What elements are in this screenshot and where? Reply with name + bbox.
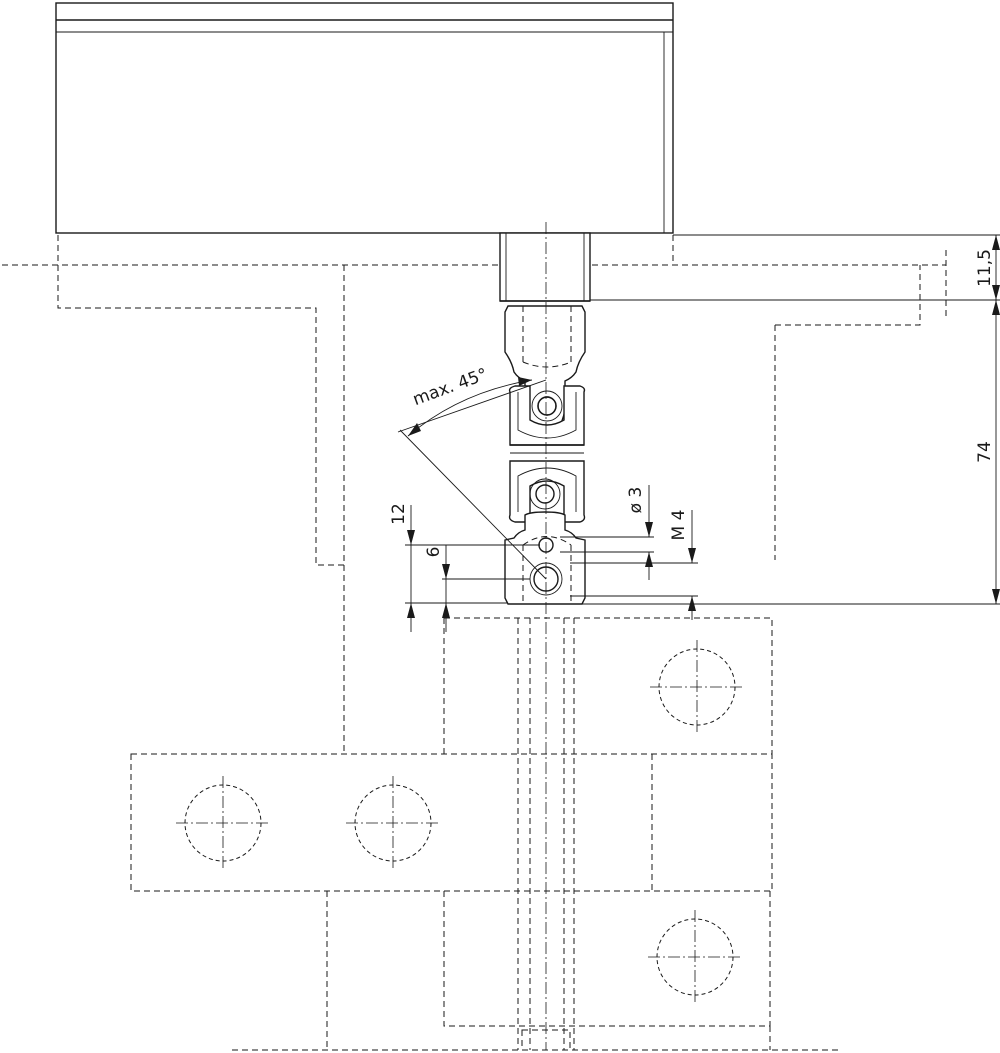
universal-joint xyxy=(499,232,591,605)
motor-housing xyxy=(55,2,674,234)
dim-top-offset: 11,5 xyxy=(975,249,995,287)
hidden-holes xyxy=(176,640,744,1004)
dim-thread: M 4 xyxy=(669,510,689,541)
dim-angle: max. 45° xyxy=(410,365,490,410)
dim-hole-spacing: 12 xyxy=(389,503,409,525)
dim-joint-length: 74 xyxy=(975,441,995,463)
dimension-lines xyxy=(397,234,1000,632)
hidden-contours xyxy=(2,235,947,1051)
dim-bore-diameter: ø 3 xyxy=(626,487,646,514)
dim-thread-offset: 6 xyxy=(424,547,444,558)
